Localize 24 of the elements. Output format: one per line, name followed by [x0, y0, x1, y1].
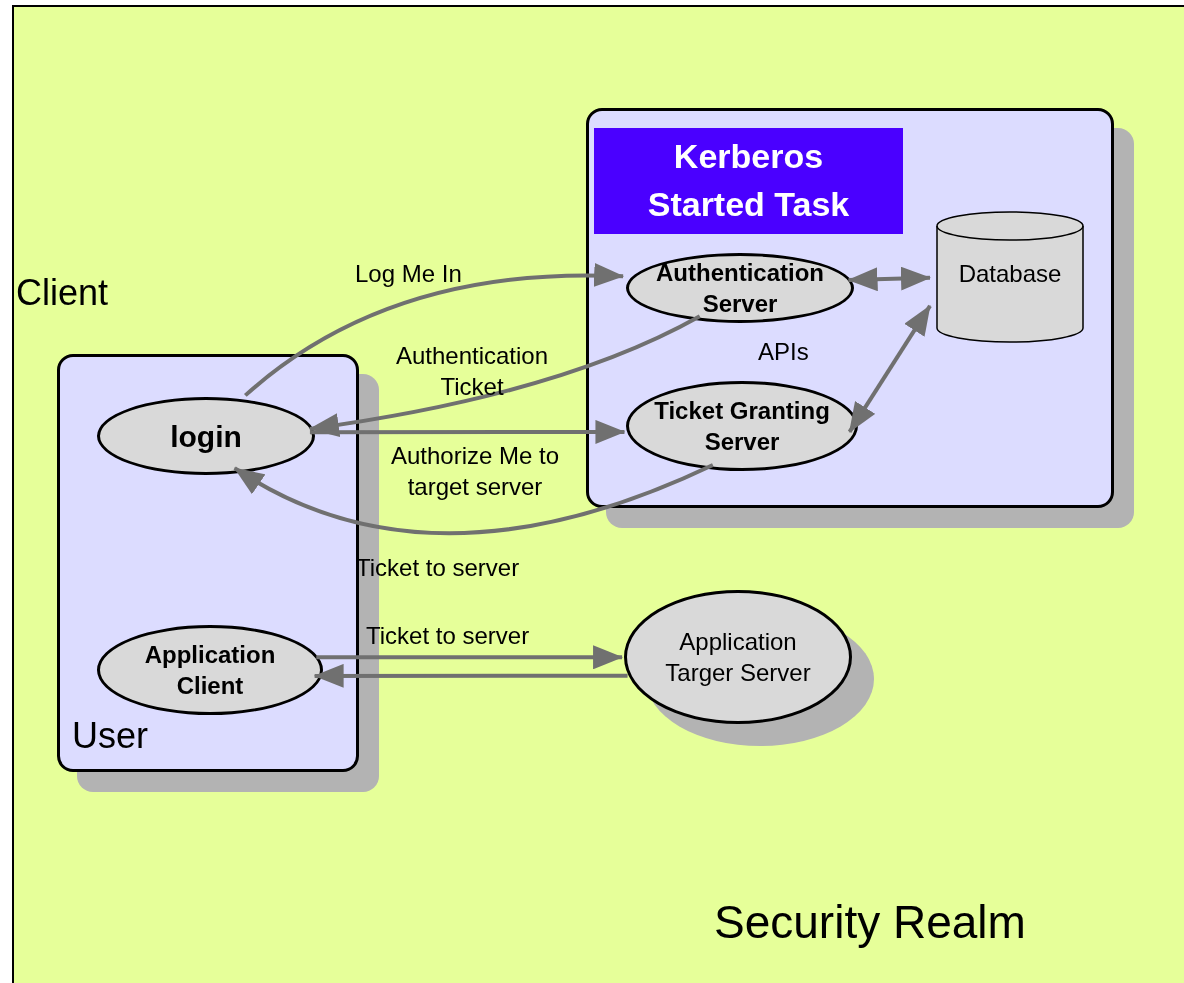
edge-label: Authorize Me to target server: [389, 441, 561, 503]
server-ellipse: Ticket Granting Server: [626, 381, 858, 471]
edge-label: Log Me In: [355, 259, 463, 289]
arrow: [233, 463, 714, 536]
region-label: Client: [16, 271, 109, 315]
edge-label: APIs: [758, 337, 810, 367]
arrow: [244, 263, 625, 397]
heading-band: Kerberos Started Task: [594, 128, 903, 234]
arrow: [316, 645, 624, 670]
server-ellipse: login: [97, 397, 315, 475]
server-ellipse: Application Client: [97, 625, 323, 715]
edge-label: Ticket to server: [356, 553, 521, 583]
arrow: [309, 419, 626, 444]
realm-background: [12, 5, 1184, 983]
edge-label: Ticket to server: [366, 621, 531, 651]
arrow: [847, 304, 932, 433]
panel-label: User: [72, 715, 148, 757]
server-ellipse: Authentication Server: [626, 253, 854, 323]
arrow: [847, 266, 931, 292]
arrow: [313, 663, 628, 688]
arrow: [308, 314, 701, 437]
realm-title: Security Realm: [714, 895, 1026, 949]
edge-label: Authentication Ticket: [394, 341, 550, 403]
database-label: Database: [957, 259, 1063, 289]
